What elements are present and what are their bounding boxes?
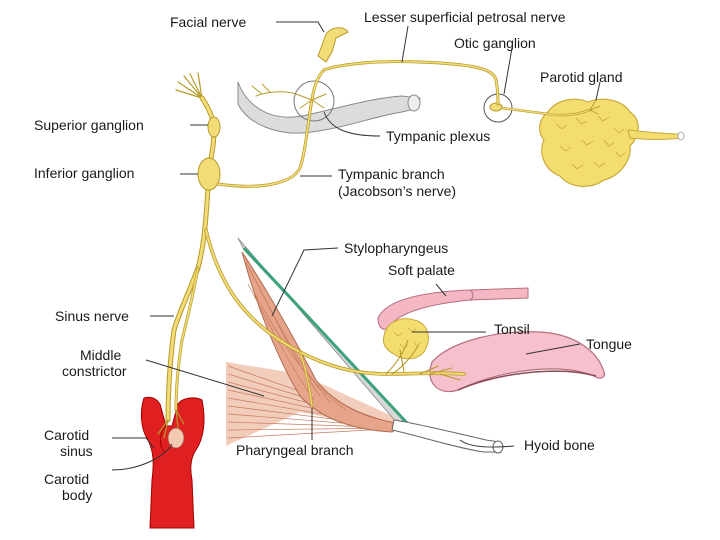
soft-palate [377, 287, 529, 330]
glossopharyngeal-nerve [157, 27, 601, 439]
tympanic-plexus-ring [293, 80, 335, 122]
temporal-bone-fragment [237, 81, 421, 134]
label-tongue: Tongue [586, 336, 632, 352]
superior-ganglion [207, 116, 221, 138]
label-facial-nerve: Facial nerve [170, 14, 246, 30]
label-tympanic-plexus: Tympanic plexus [386, 128, 490, 144]
leader-lines [111, 21, 601, 471]
label-carotid-sinus-line1: Carotid [44, 427, 89, 443]
label-pharyngeal-branch: Pharyngeal branch [236, 442, 354, 458]
label-parotid-gland: Parotid gland [540, 69, 623, 85]
label-sinus-nerve: Sinus nerve [55, 308, 129, 324]
carotid-artery [140, 396, 205, 529]
label-superior-ganglion: Superior ganglion [34, 117, 144, 133]
label-carotid-body-line1: Carotid [44, 471, 89, 487]
hyoid-bone [391, 419, 504, 454]
parotid-gland [539, 98, 685, 187]
label-hyoid-bone: Hyoid bone [524, 437, 595, 453]
label-constrictor: constrictor [62, 363, 127, 379]
inferior-ganglion [197, 157, 221, 191]
label-tonsil: Tonsil [494, 321, 530, 337]
tonsil [383, 318, 429, 360]
diagram-labels: Facial nerve Lesser superficial petrosal… [34, 9, 632, 503]
label-carotid-sinus-line2: sinus [60, 443, 93, 459]
label-inferior-ganglion: Inferior ganglion [34, 165, 134, 181]
label-soft-palate: Soft palate [388, 262, 455, 278]
stylohyoid-ligament [242, 246, 410, 426]
label-otic-ganglion: Otic ganglion [454, 35, 536, 51]
label-tympanic-branch: Tympanic branch [338, 166, 445, 182]
label-lesser-superficial-petrosal-nerve: Lesser superficial petrosal nerve [364, 9, 566, 25]
tongue [429, 331, 605, 393]
label-jacobsons-nerve: (Jacobson’s nerve) [338, 183, 456, 199]
carotid-body [167, 427, 185, 449]
label-middle: Middle [80, 347, 121, 363]
label-carotid-body-line2: body [62, 487, 92, 503]
label-stylopharyngeus: Stylopharyngeus [344, 240, 448, 256]
